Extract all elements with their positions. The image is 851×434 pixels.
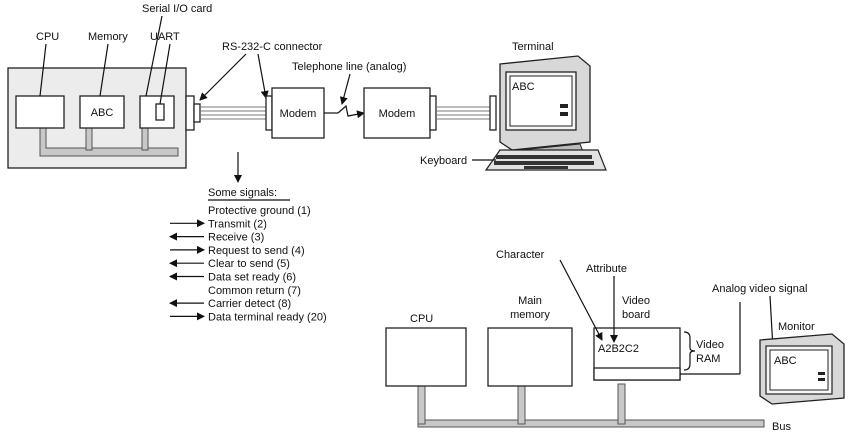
bottom-cpu-box	[385, 327, 467, 387]
memory-box	[79, 95, 125, 129]
modem-1-box	[271, 87, 325, 139]
cpu-label: CPU	[36, 31, 59, 43]
memory-content: ABC	[91, 107, 114, 119]
video-ram-label-1: Video	[696, 339, 724, 351]
terminal-cable	[436, 106, 490, 120]
video-ram-bracket	[683, 331, 696, 371]
signals-title: Some signals:	[208, 187, 277, 199]
modem-1-label: Modem	[280, 108, 317, 120]
memory-label: Memory	[88, 31, 128, 43]
main-memory-label-1: Main	[518, 295, 542, 307]
signal-item: Common return (7)	[208, 285, 301, 297]
modem-2-box	[363, 87, 431, 139]
terminal-icon	[499, 55, 591, 161]
monitor-label: Monitor	[778, 321, 815, 333]
monitor-icon	[759, 333, 845, 405]
cpu-box	[15, 95, 65, 129]
signal-item: Carrier detect (8)	[208, 298, 291, 310]
video-board-label-1: Video	[622, 295, 650, 307]
signal-item: Clear to send (5)	[208, 258, 290, 270]
analog-signal-label: Analog video signal	[712, 283, 807, 295]
signal-item: Transmit (2)	[208, 218, 267, 230]
keyboard-label: Keyboard	[420, 155, 467, 167]
rs232-label: RS-232-C connector	[222, 41, 323, 53]
modem-2-label: Modem	[379, 108, 416, 120]
bottom-cpu-label: CPU	[410, 313, 433, 325]
terminal-screen-text: ABC	[512, 81, 535, 93]
signal-item: Data set ready (6)	[208, 272, 296, 284]
serial-cable	[200, 106, 268, 120]
signal-item: Request to send (4)	[208, 245, 305, 257]
phone-line-label: Telephone line (analog)	[292, 61, 406, 73]
uart-label: UART	[150, 31, 180, 43]
character-label: Character	[496, 249, 545, 261]
main-memory-box	[487, 327, 573, 387]
terminal-label: Terminal	[512, 41, 554, 53]
monitor-screen-text: ABC	[774, 355, 797, 367]
bus-label: Bus	[772, 421, 791, 433]
video-ram-strip	[593, 367, 681, 381]
signal-list: Protective ground (1)Transmit (2) Receive…	[169, 205, 327, 323]
rs232-connector-left	[185, 95, 195, 131]
serial-card-label: Serial I/O card	[142, 3, 212, 15]
system-bus	[417, 383, 765, 428]
vram-content: A2B2C2	[598, 343, 639, 355]
signal-item: Data terminal ready (20)	[208, 311, 327, 323]
video-board-label-2: board	[622, 309, 650, 321]
keyboard-icon	[484, 149, 607, 171]
signal-item: Protective ground (1)	[208, 205, 311, 217]
video-ram-label-2: RAM	[696, 353, 720, 365]
signal-item: Receive (3)	[208, 232, 264, 244]
attribute-label: Attribute	[586, 263, 627, 275]
computer-chassis: ABC	[7, 67, 187, 169]
uart-chip	[155, 103, 165, 121]
main-memory-label-2: memory	[510, 309, 550, 321]
